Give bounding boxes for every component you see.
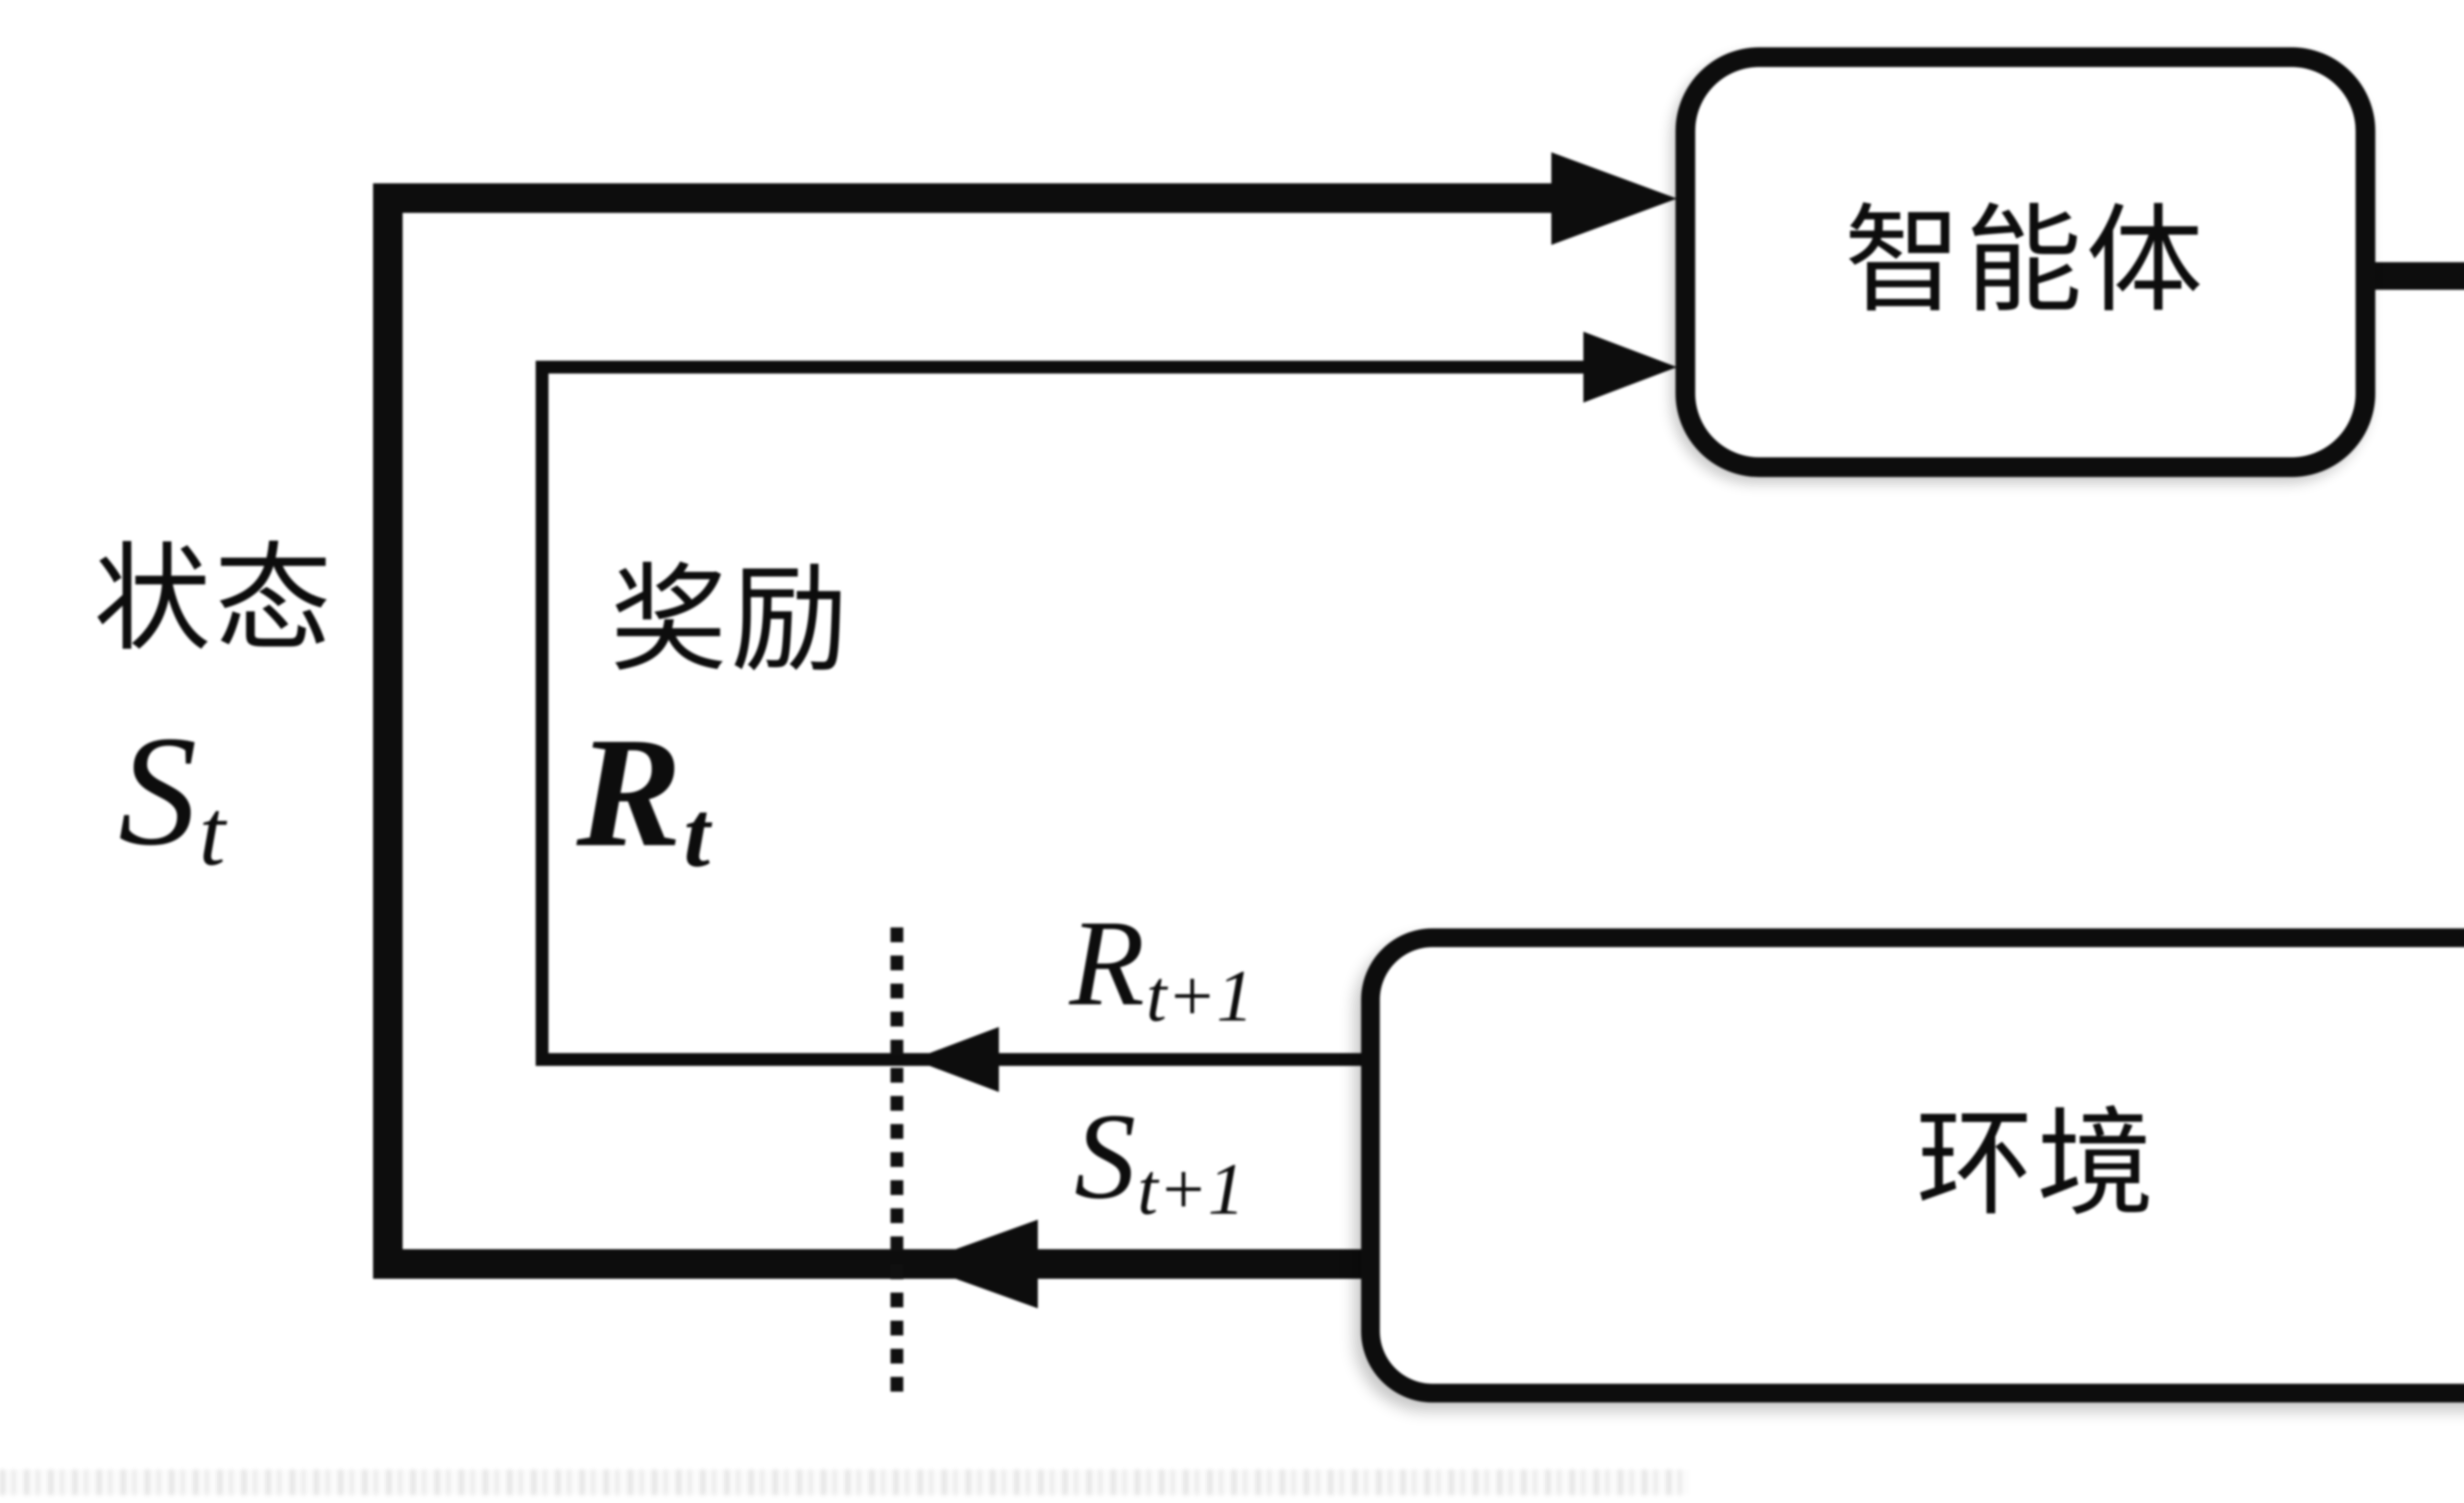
reward-symbol-subscript: t bbox=[684, 782, 710, 887]
reward-symbol: Rt bbox=[577, 714, 710, 882]
reward-line-top bbox=[536, 361, 1585, 374]
next-reward-arrowhead-icon bbox=[913, 1027, 999, 1092]
state-symbol-base: S bbox=[118, 704, 197, 878]
state-line-top bbox=[373, 183, 1556, 213]
cropped-caption-remnant bbox=[0, 1469, 1690, 1495]
state-symbol-subscript: t bbox=[199, 780, 226, 886]
agent-box: 智能体 bbox=[1676, 47, 2375, 477]
time-step-boundary-dashed-line bbox=[890, 927, 903, 1396]
next-state-symbol-subscript: t+1 bbox=[1137, 1148, 1245, 1230]
next-state-arrowhead-icon bbox=[915, 1220, 1038, 1308]
reward-line-vertical bbox=[536, 361, 548, 1066]
state-line-vertical bbox=[373, 183, 403, 1279]
environment-label: 环境 bbox=[1916, 1100, 2158, 1230]
next-state-line bbox=[373, 1249, 1364, 1279]
next-state-symbol: St+1 bbox=[1074, 1095, 1245, 1227]
action-line-top bbox=[2370, 262, 2464, 290]
agent-label: 智能体 bbox=[1844, 197, 2207, 327]
state-arrowhead-icon bbox=[1551, 152, 1677, 245]
next-reward-symbol-base: R bbox=[1069, 895, 1145, 1031]
next-reward-symbol-subscript: t+1 bbox=[1146, 955, 1254, 1037]
state-symbol: St bbox=[118, 712, 225, 880]
state-label: 状态 bbox=[94, 536, 336, 665]
reward-symbol-base: R bbox=[577, 705, 682, 880]
reward-label: 奖励 bbox=[610, 556, 852, 686]
next-reward-symbol: Rt+1 bbox=[1069, 902, 1254, 1033]
environment-box: 环境 bbox=[1361, 928, 2464, 1402]
reward-arrowhead-icon bbox=[1583, 332, 1677, 403]
next-state-symbol-base: S bbox=[1074, 1088, 1136, 1225]
